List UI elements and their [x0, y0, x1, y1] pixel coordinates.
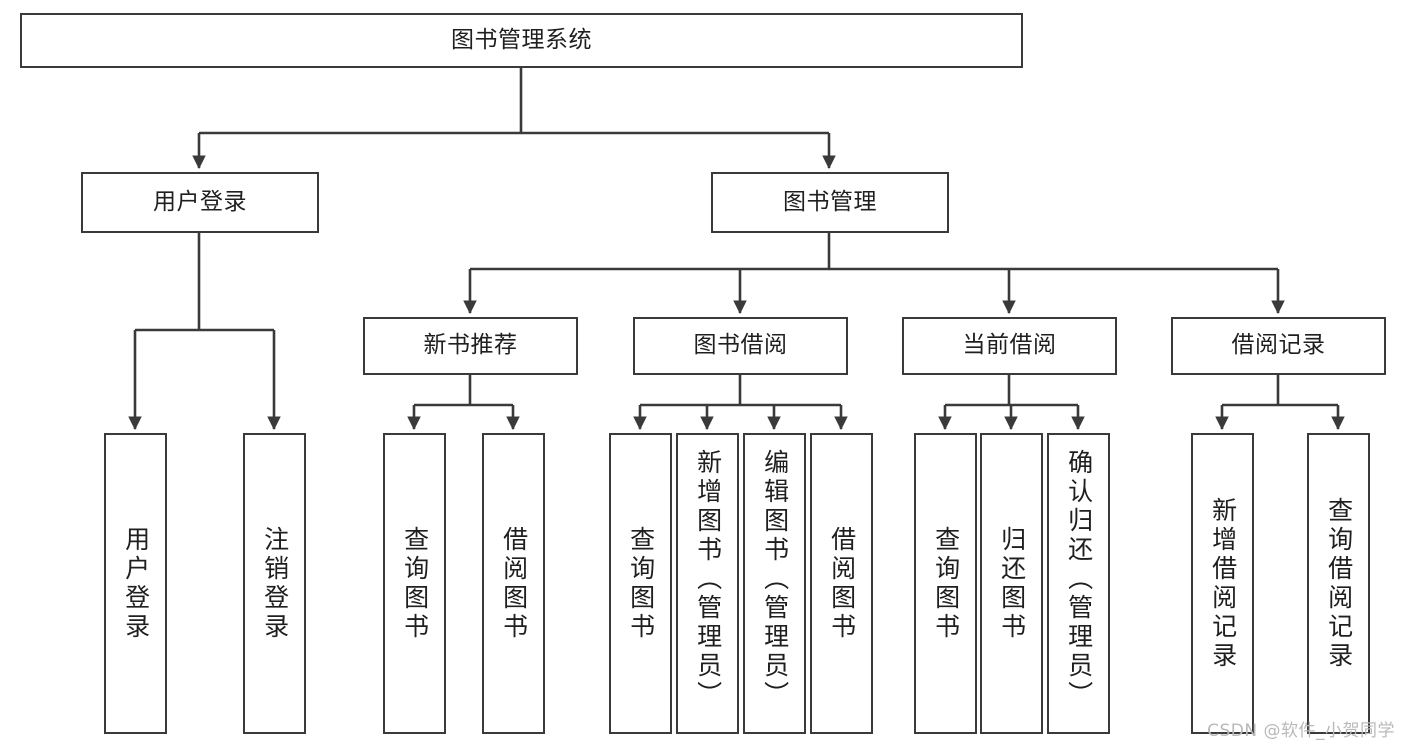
node-user-login[interactable]: 用户登录: [81, 172, 319, 233]
node-current-borrow[interactable]: 当前借阅: [902, 317, 1117, 375]
node-book-manage[interactable]: 图书管理: [711, 172, 949, 233]
leaf-edit-book[interactable]: 编辑图书（管理员）: [743, 433, 806, 734]
node-label: 查询图书: [931, 525, 961, 642]
leaf-query-borrow-record[interactable]: 查询借阅记录: [1307, 433, 1370, 734]
node-label: 新书推荐: [423, 332, 518, 359]
leaf-confirm-return[interactable]: 确认归还（管理员）: [1047, 433, 1110, 734]
node-root-system[interactable]: 图书管理系统: [20, 13, 1023, 68]
node-label: 图书借阅: [693, 332, 788, 359]
leaf-query-book-borrow[interactable]: 查询图书: [609, 433, 672, 734]
leaf-borrow-book-recommend[interactable]: 借阅图书: [482, 433, 545, 734]
leaf-query-book-current[interactable]: 查询图书: [914, 433, 977, 734]
node-label: 用户登录: [153, 188, 247, 215]
node-book-borrow[interactable]: 图书借阅: [633, 317, 848, 375]
leaf-add-borrow-record[interactable]: 新增借阅记录: [1191, 433, 1254, 734]
node-label: 借阅记录: [1231, 332, 1326, 359]
leaf-add-book[interactable]: 新增图书（管理员）: [676, 433, 739, 734]
node-label: 编辑图书（管理员）: [760, 449, 790, 710]
node-label: 查询图书: [400, 525, 430, 642]
node-borrow-record[interactable]: 借阅记录: [1171, 317, 1386, 375]
node-label: 借阅图书: [827, 525, 857, 642]
leaf-query-book-recommend[interactable]: 查询图书: [383, 433, 446, 734]
node-label: 新增借阅记录: [1208, 496, 1238, 671]
node-label: 用户登录: [121, 525, 151, 642]
leaf-return-book[interactable]: 归还图书: [980, 433, 1043, 734]
node-label: 新增图书（管理员）: [693, 449, 723, 710]
watermark-text: CSDN @软件_小贺同学: [1207, 721, 1395, 741]
node-label: 查询图书: [626, 525, 656, 642]
leaf-borrow-book[interactable]: 借阅图书: [810, 433, 873, 734]
node-label: 当前借阅: [962, 332, 1057, 359]
node-label: 借阅图书: [499, 525, 529, 642]
node-label: 归还图书: [997, 525, 1027, 642]
node-label: 注销登录: [260, 525, 290, 642]
node-label: 图书管理系统: [451, 26, 592, 53]
node-new-book-recommend[interactable]: 新书推荐: [363, 317, 578, 375]
node-label: 查询借阅记录: [1324, 496, 1354, 671]
node-label: 图书管理: [783, 188, 877, 215]
leaf-logout[interactable]: 注销登录: [243, 433, 306, 734]
leaf-user-login[interactable]: 用户登录: [104, 433, 167, 734]
node-label: 确认归还（管理员）: [1064, 449, 1094, 710]
